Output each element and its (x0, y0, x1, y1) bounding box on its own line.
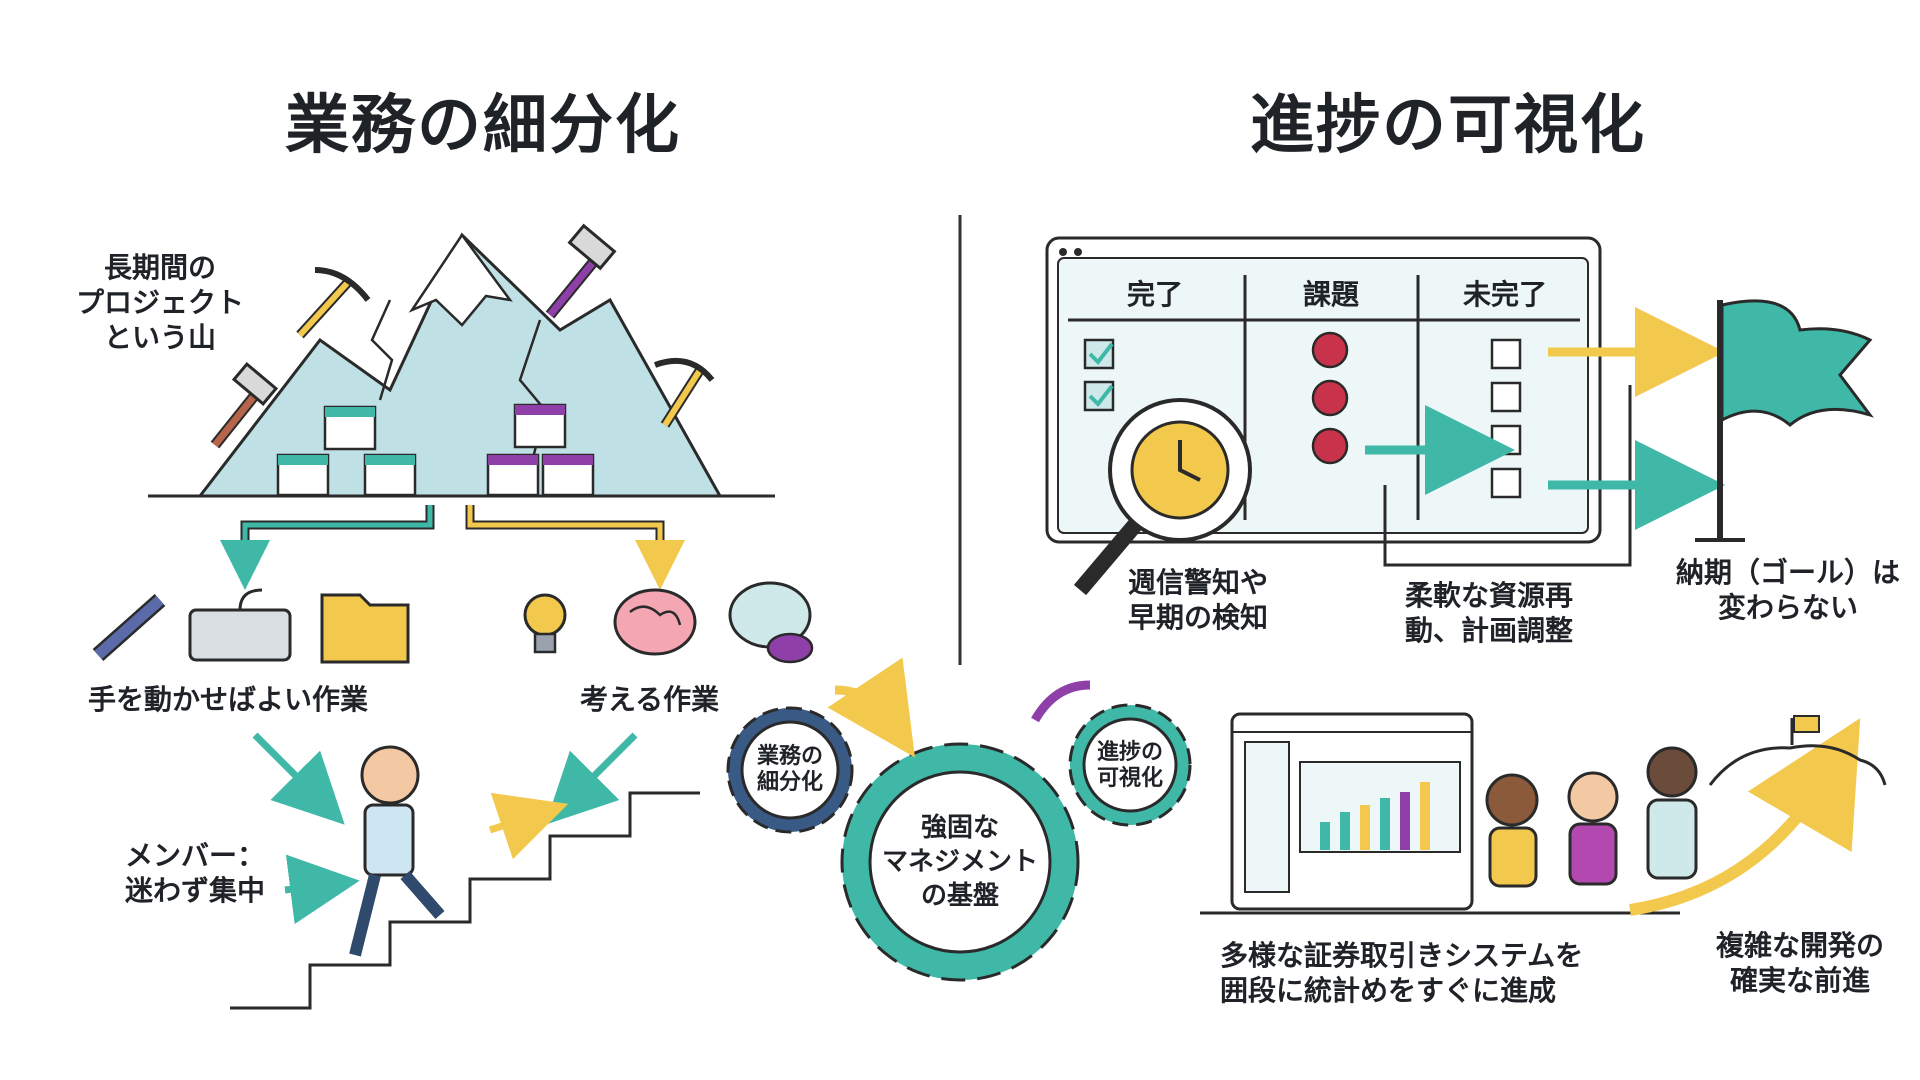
pen-icon (92, 594, 166, 661)
folder-icon (320, 593, 410, 664)
progress-arrow (1629, 718, 1861, 916)
title-task-breakdown: 業務の細分化 (285, 89, 681, 163)
gear-arrow-right (1031, 680, 1091, 723)
pickaxe-icon (296, 267, 371, 339)
forward-arrow (488, 792, 569, 860)
hammer-icon (545, 223, 617, 319)
done-checkboxes (1083, 338, 1115, 412)
flexible-adjustment-label: 柔軟な資源再 動、計画調整 (1405, 579, 1574, 647)
gear-center (840, 742, 1080, 982)
lightbulb-icon (523, 593, 567, 654)
thinking-work-label: 考える作業 (580, 683, 720, 716)
team-members-icon (1485, 746, 1698, 888)
pickaxe-icon (653, 357, 715, 428)
converge-arrow (545, 732, 638, 825)
person-climbing-icon (349, 745, 445, 957)
focus-arrow (284, 854, 360, 925)
feedback-loop (1383, 385, 1632, 567)
summit-flag-icon (1708, 715, 1887, 786)
board-header-pending: 未完了 (1462, 278, 1547, 311)
task-cards (276, 403, 595, 497)
title-progress-visibility: 進捗の可視化 (1250, 89, 1646, 163)
gear-label-breakdown: 業務の 細分化 (756, 744, 823, 796)
board-header-done: 完了 (1126, 278, 1183, 311)
steady-progress-label: 複雑な開発の 確実な前進 (1715, 929, 1884, 997)
board-header-issues: 課題 (1302, 278, 1359, 311)
brain-icon (613, 588, 697, 656)
hammer-icon (210, 362, 279, 449)
securities-system-label: 多様な証券取引きシステムを 囲段に統計めをすぐに進成 (1220, 939, 1584, 1007)
gear-arrow-left (827, 657, 915, 758)
split-arrow-right (465, 505, 665, 565)
chat-bubble-icon (728, 581, 814, 664)
converge-arrow (252, 732, 345, 825)
split-arrow-left (240, 505, 435, 565)
member-label: メンバー： 迷わず集中 (124, 839, 265, 907)
gear-label-foundation: 強固な マネジメント の基盤 (881, 813, 1038, 911)
manual-work-label: 手を動かせばよい作業 (88, 683, 369, 716)
issue-alert-icons (1311, 331, 1349, 465)
deadline-label: 納期（ゴール）は 変わらない (1675, 556, 1900, 624)
gear-small-left (726, 706, 854, 834)
gear-label-visibility: 進捗の 可視化 (1096, 740, 1163, 792)
magnifier-clock-icon (1073, 398, 1252, 596)
goal-flag-icon (1695, 299, 1874, 542)
keyboard-icon (188, 588, 292, 662)
dashboard-window (1230, 712, 1474, 911)
weekly-alert-label: 週信警知や 早期の検知 (1128, 566, 1269, 634)
stairs-illustration (230, 791, 700, 1010)
mountain-label: 長期間の プロジェクト という山 (75, 251, 244, 354)
gear-small-right (1068, 703, 1192, 827)
